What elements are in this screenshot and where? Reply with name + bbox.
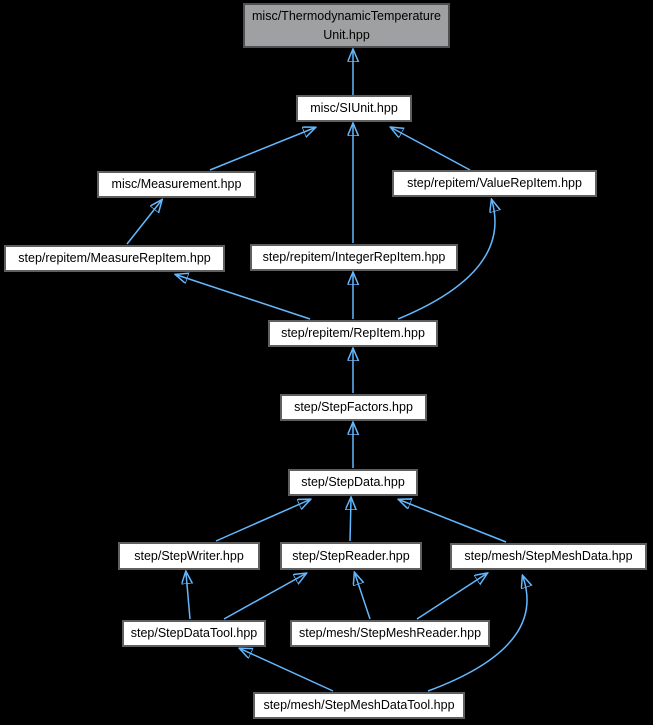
edge-stepmeshdata-to-stepdata [400,500,507,543]
node-stepfactors-hpp[interactable]: step/StepFactors.hpp [280,394,427,421]
edge-measurement-to-siunit [209,128,314,171]
node-stepmeshdatatool-hpp[interactable]: step/mesh/StepMeshDataTool.hpp [253,692,465,719]
node-measurerepitem-hpp[interactable]: step/repitem/MeasureRepItem.hpp [4,245,225,272]
node-stepmeshreader-hpp[interactable]: step/mesh/StepMeshReader.hpp [290,620,490,647]
node-stepmeshdata-hpp[interactable]: step/mesh/StepMeshData.hpp [450,543,647,570]
node-stepdatatool-hpp[interactable]: step/StepDataTool.hpp [122,620,266,647]
node-stepwriter-hpp[interactable]: step/StepWriter.hpp [118,542,260,570]
edge-repitem-to-valuerepitem [397,201,495,320]
node-measurement-hpp[interactable]: misc/Measurement.hpp [97,171,256,198]
edge-stepmeshreader-to-stepmeshdata [416,574,486,620]
node-stepreader-hpp[interactable]: step/StepReader.hpp [280,542,422,570]
edge-valuerepitem-to-siunit [392,128,471,171]
edge-measurerepitem-to-measurement [126,201,161,245]
edge-stepdatatool-to-stepreader [223,574,305,620]
edge-stepreader-to-stepdata [350,499,351,542]
node-stepdata-hpp[interactable]: step/StepData.hpp [288,469,418,496]
edge-repitem-to-measurerepitem [177,275,311,320]
edge-stepmeshdatatool-to-stepmeshdata [427,577,527,692]
edge-stepdatatool-to-stepwriter [186,573,190,620]
edge-stepmeshreader-to-stepreader [355,574,371,620]
node-integerrepitem-hpp[interactable]: step/repitem/IntegerRepItem.hpp [250,244,458,271]
edge-stepwriter-to-stepdata [215,500,309,542]
edge-stepmeshdatatool-to-stepdatatool [241,649,334,692]
node-siunit-hpp[interactable]: misc/SIUnit.hpp [296,95,412,122]
node-valuerepitem-hpp[interactable]: step/repitem/ValueRepItem.hpp [392,170,597,197]
node-thermodynamic-temperature-unit-hpp: misc/ThermodynamicTemperature Unit.hpp [243,3,450,48]
node-repitem-hpp[interactable]: step/repitem/RepItem.hpp [268,320,438,347]
